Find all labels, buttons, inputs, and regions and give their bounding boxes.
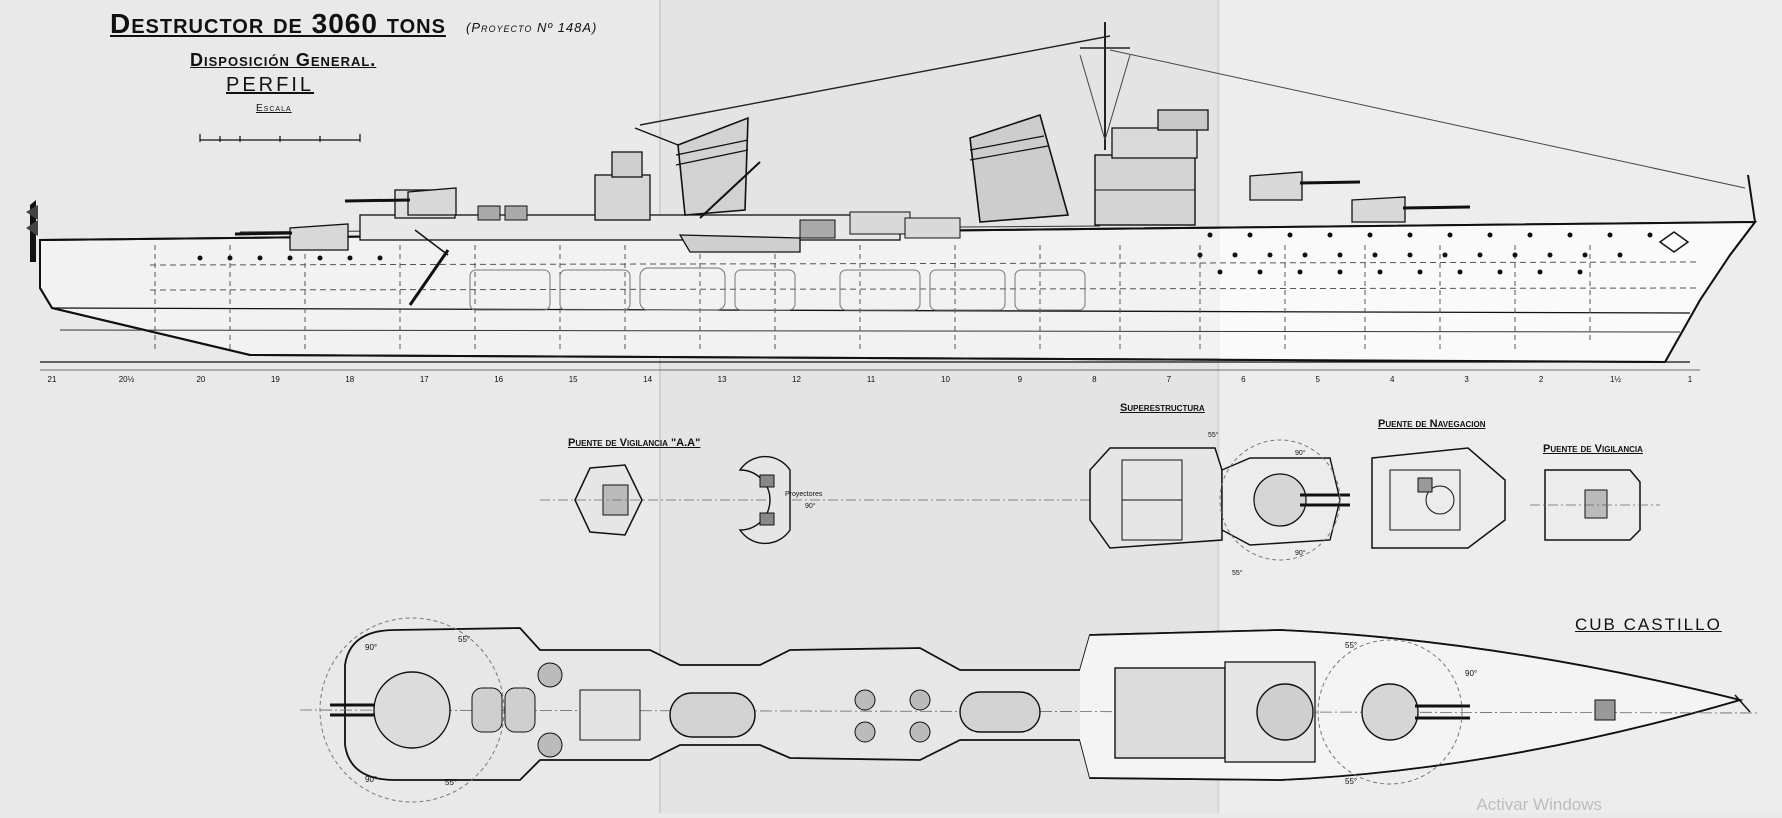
label-navigation-bridge: Puente de Navegacion xyxy=(1378,418,1486,430)
plan-aft-angle-4: 55° xyxy=(445,778,457,787)
frame-number-label: 12 xyxy=(792,375,801,384)
superstructure-plan: 55° 90° 90° 55° xyxy=(1089,431,1350,577)
ss-angle-2: 90° xyxy=(1295,449,1306,457)
frame-number-label: 2 xyxy=(1539,375,1544,384)
frame-number-axis: 21 20½ 20 19 18 17 16 15 14 13 12 11 10 9 8 7 6 5 4 3 2 1½ 1 xyxy=(40,369,1700,384)
profile-view: 21 20½ 20 19 18 17 16 15 14 13 12 11 10 9 8 7 6 5 4 3 2 1½ 1 xyxy=(26,22,1758,384)
ss-angle-3: 90° xyxy=(1295,549,1306,557)
view-title-profile: PERFIL xyxy=(226,74,315,96)
frame-number-label: 1 xyxy=(1688,375,1693,384)
watch-bridge-plan xyxy=(1530,469,1660,541)
frame-number-label: 18 xyxy=(345,375,354,384)
frame-number-label: 19 xyxy=(271,375,280,384)
label-superstructure: Superestructura xyxy=(1120,402,1205,414)
plan-fwd-angle-3: 55° xyxy=(1345,777,1357,786)
frame-number-label: 10 xyxy=(941,375,950,384)
projectors-angle-label: 90° xyxy=(805,502,816,510)
frame-number-label: 7 xyxy=(1167,375,1172,384)
aft-gun-turret-lower xyxy=(234,223,349,251)
frame-number-label: 5 xyxy=(1315,375,1320,384)
frame-number-label: 1½ xyxy=(1610,375,1621,384)
frame-number-label: 16 xyxy=(494,375,503,384)
frame-number-label: 3 xyxy=(1464,375,1469,384)
deck-plan: 90° 55° 90° 55° 55° 90° 55° xyxy=(299,617,1761,803)
drawing-subtitle: Disposición General. xyxy=(190,50,377,70)
frame-number-label: 14 xyxy=(643,375,652,384)
frame-number-label: 15 xyxy=(569,375,578,384)
aft-gun-turret-upper xyxy=(344,187,457,216)
projectors-label: Proyectores xyxy=(785,491,823,498)
frame-number-label: 20½ xyxy=(119,375,135,384)
plan-fwd-angle-2: 90° xyxy=(1465,669,1477,678)
fwd-gun-turret-upper xyxy=(1249,171,1361,201)
drawing-title: Destructor de 3060 tons xyxy=(110,8,446,39)
frame-number-label: 21 xyxy=(48,375,57,384)
ss-angle-1: 55° xyxy=(1208,431,1219,439)
frame-number-label: 20 xyxy=(196,375,205,384)
label-forecastle-deck: CUB CASTILLO xyxy=(1575,615,1722,634)
plan-fwd-angle-1: 55° xyxy=(1345,641,1357,650)
scale-label: Escala xyxy=(256,103,292,114)
ss-angle-4: 55° xyxy=(1232,569,1243,577)
plan-aft-angle-2: 55° xyxy=(458,635,470,644)
bridge-superstructure xyxy=(1094,109,1209,226)
frame-number-label: 13 xyxy=(718,375,727,384)
frame-number-label: 9 xyxy=(1018,375,1023,384)
portholes xyxy=(197,232,1653,275)
frame-number-label: 8 xyxy=(1092,375,1097,384)
plan-aft-angle-3: 90° xyxy=(365,775,377,784)
frame-number-label: 4 xyxy=(1390,375,1395,384)
os-activation-watermark: Activar Windows xyxy=(1476,795,1602,814)
label-watch-bridge: Puente de Vigilancia xyxy=(1543,443,1643,455)
frame-number-label: 6 xyxy=(1241,375,1246,384)
navigation-bridge-plan xyxy=(1371,447,1506,549)
forward-funnel xyxy=(969,113,1070,223)
label-aa-watch-bridge: Puente de Vigilancia "A.A" xyxy=(568,437,701,449)
project-number: (Proyecto Nº 148A) xyxy=(466,20,598,35)
scale-bar xyxy=(199,134,361,142)
fwd-gun-turret-lower xyxy=(1351,196,1471,223)
aa-watch-bridge-plan: Proyectores 90° xyxy=(540,455,1100,545)
plan-aft-angle-1: 90° xyxy=(365,643,377,652)
frame-number-label: 17 xyxy=(420,375,429,384)
frame-number-label: 11 xyxy=(867,375,876,384)
